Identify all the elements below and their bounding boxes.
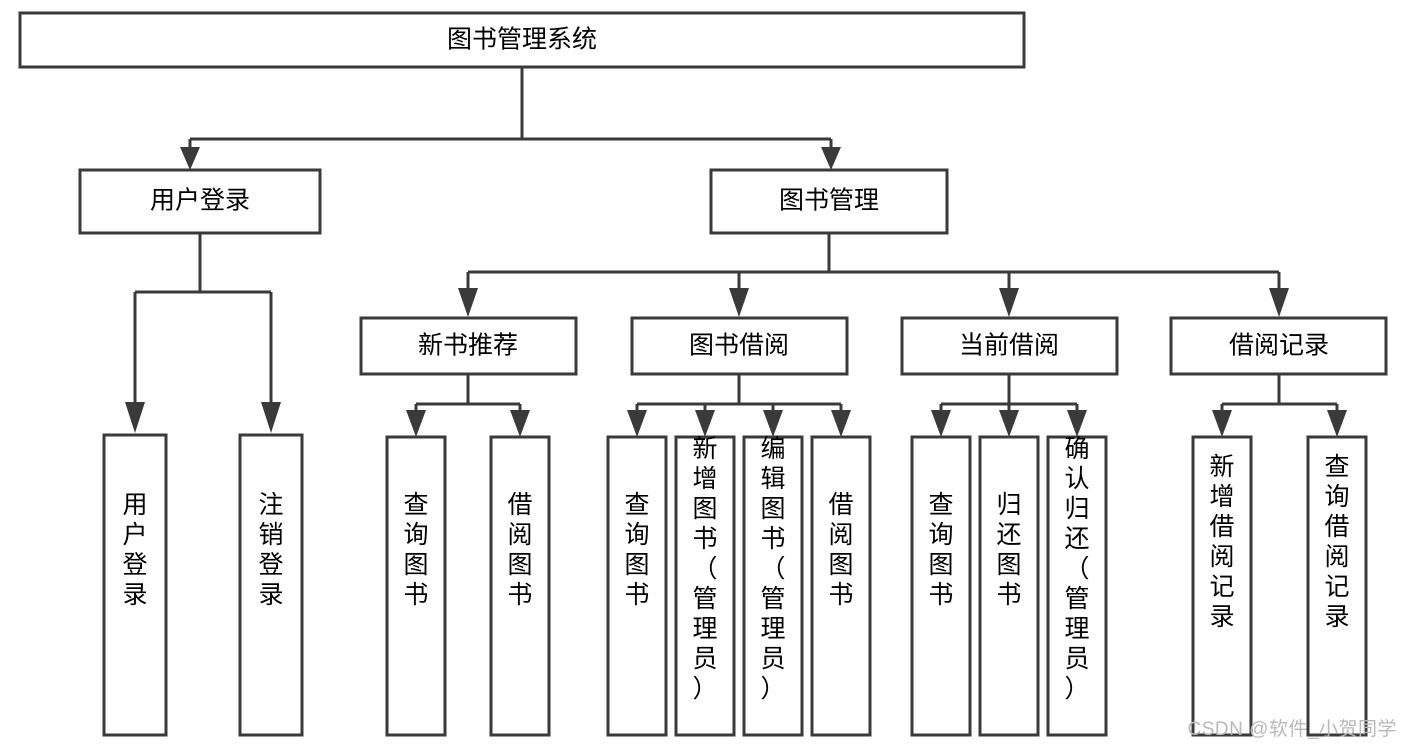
leaf-user-logout[interactable]: 注销登录 [238,433,304,737]
leaf-record-add-box[interactable] [1191,435,1253,737]
node-user-login-label: 用户登录 [150,187,250,215]
leaf-borrow-add-label: 新增图书（管理员） [692,435,717,703]
leaf-rec-query[interactable]: 查询图书 [385,435,447,737]
leaf-current-query[interactable]: 查询图书 [910,435,972,737]
arrow-head-leaf-rec-borrow [510,410,530,437]
leaf-borrow-do[interactable]: 借阅图书 [810,435,872,737]
arrow-head-leaf-current-return [999,410,1019,437]
leaf-record-query-label: 查询借阅记录 [1324,453,1349,631]
arrow-head-leaf-borrow-do [831,410,851,437]
arrow-head-leaf-borrow-query [627,410,647,437]
leaf-rec-borrow[interactable]: 借阅图书 [489,435,551,737]
leaf-current-query-label: 查询图书 [928,491,953,609]
arrow-head-borrow-record [1269,288,1289,317]
arrow-head-leaf-user-logout [261,402,281,433]
leaf-rec-query-box[interactable] [385,435,447,737]
arrow-head-leaf-record-add [1212,410,1232,437]
node-user-login[interactable]: 用户登录 [78,168,322,235]
connector-layer [125,67,1347,437]
node-book-manage-box[interactable] [709,168,949,235]
leaf-current-return[interactable]: 归还图书 [978,435,1040,737]
leaf-borrow-do-label: 借阅图书 [828,491,853,609]
node-borrow-record-box[interactable] [1169,316,1388,376]
leaf-user-logout-box[interactable] [238,433,304,737]
node-user-login-box[interactable] [78,168,322,235]
arrow-head-leaf-current-query [931,410,951,437]
leaf-user-login[interactable]: 用户登录 [102,433,168,737]
node-borrow-record[interactable]: 借阅记录 [1169,316,1388,376]
arrow-head-leaf-current-confirm [1067,410,1087,437]
node-root[interactable]: 图书管理系统 [18,11,1026,69]
leaf-current-return-box[interactable] [978,435,1040,737]
leaf-borrow-edit-box[interactable] [742,435,804,737]
arrow-head-leaf-borrow-edit [763,410,783,437]
leaf-current-return-label: 归还图书 [996,491,1021,609]
node-current-borrow-box[interactable] [900,316,1119,376]
leaf-record-add[interactable]: 新增借阅记录 [1191,435,1253,737]
leaf-borrow-edit[interactable]: 编辑图书（管理员） [742,435,804,737]
leaf-record-query[interactable]: 查询借阅记录 [1306,435,1368,737]
leaf-rec-borrow-label: 借阅图书 [507,491,532,609]
leaf-rec-borrow-box[interactable] [489,435,551,737]
leaf-current-confirm-box[interactable] [1046,435,1108,737]
node-current-borrow-label: 当前借阅 [959,332,1059,360]
leaf-borrow-add[interactable]: 新增图书（管理员） [674,435,736,737]
node-new-book-rec[interactable]: 新书推荐 [359,316,578,376]
arrow-head-book-manage [821,147,841,170]
arrow-head-user-login [180,147,200,170]
arrow-head-leaf-user-login [125,402,145,433]
node-borrow-record-label: 借阅记录 [1229,332,1329,360]
leaf-borrow-query[interactable]: 查询图书 [606,435,668,737]
leaf-record-query-box[interactable] [1306,435,1368,737]
leaf-record-add-label: 新增借阅记录 [1209,453,1234,631]
leaf-current-confirm[interactable]: 确认归还（管理员） [1046,435,1108,737]
node-book-borrow-box[interactable] [630,316,849,376]
arrow-head-current-borrow [999,288,1019,317]
arrow-head-leaf-record-query [1327,410,1347,437]
leaf-borrow-add-box[interactable] [674,435,736,737]
node-current-borrow[interactable]: 当前借阅 [900,316,1119,376]
leaf-current-confirm-label: 确认归还（管理员） [1064,435,1089,703]
leaf-user-login-box[interactable] [102,433,168,737]
node-root-label: 图书管理系统 [447,26,597,54]
arrow-head-leaf-borrow-add [695,410,715,437]
leaf-borrow-edit-label: 编辑图书（管理员） [760,435,785,703]
arrow-head-leaf-rec-query [406,410,426,437]
arrow-head-book-borrow [729,288,749,317]
leaf-rec-query-label: 查询图书 [403,491,428,609]
node-book-manage[interactable]: 图书管理 [709,168,949,235]
leaf-user-logout-label: 注销登录 [258,491,283,609]
node-root-box[interactable] [18,11,1026,69]
node-new-book-rec-label: 新书推荐 [418,332,518,360]
node-book-borrow[interactable]: 图书借阅 [630,316,849,376]
leaf-borrow-do-box[interactable] [810,435,872,737]
node-new-book-rec-box[interactable] [359,316,578,376]
leaf-borrow-query-box[interactable] [606,435,668,737]
leaf-current-query-box[interactable] [910,435,972,737]
arrow-head-new-book-rec [458,288,478,317]
leaf-borrow-query-label: 查询图书 [624,491,649,609]
node-book-borrow-label: 图书借阅 [689,332,789,360]
leaf-user-login-label: 用户登录 [122,491,147,609]
node-book-manage-label: 图书管理 [779,187,879,215]
